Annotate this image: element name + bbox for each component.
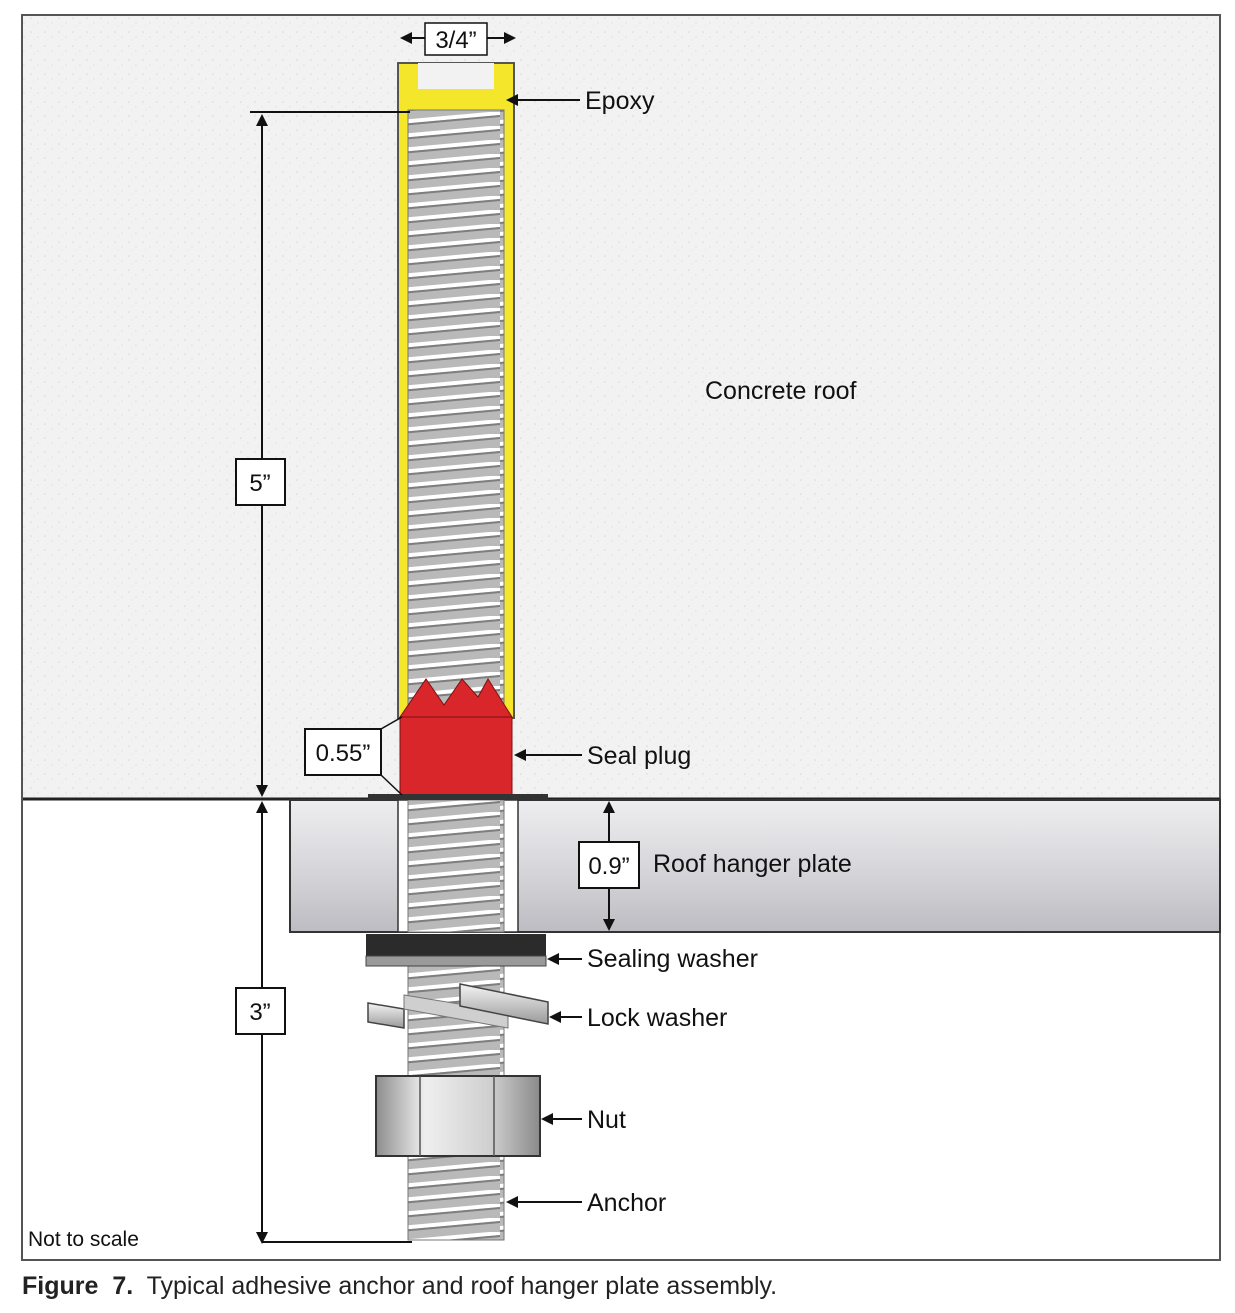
not-to-scale-note: Not to scale bbox=[28, 1228, 139, 1251]
embed-depth-box bbox=[235, 458, 286, 506]
sealing-washer-label: Sealing washer bbox=[587, 945, 758, 973]
plate-thickness-box bbox=[578, 841, 640, 889]
caption-text: Typical adhesive anchor and roof hanger … bbox=[146, 1272, 778, 1300]
anchor-label: Anchor bbox=[587, 1189, 666, 1217]
width-dimension-box bbox=[424, 22, 488, 56]
plug-base-washer bbox=[368, 794, 548, 800]
lock-washer bbox=[367, 983, 549, 1029]
figure-number: 7. bbox=[112, 1272, 134, 1300]
embed-depth-text: 5” bbox=[249, 470, 270, 497]
seal-plug-height-box bbox=[304, 728, 382, 776]
nut bbox=[375, 1075, 541, 1157]
plate-thickness-text: 0.9” bbox=[588, 853, 629, 880]
concrete-roof-label: Concrete roof bbox=[705, 377, 857, 405]
anchor-rod-upper bbox=[407, 109, 505, 716]
epoxy-label: Epoxy bbox=[585, 87, 655, 115]
figure-caption: Figure 7. Typical adhesive anchor and ro… bbox=[22, 1272, 777, 1301]
roof-hanger-plate-label: Roof hanger plate bbox=[653, 850, 852, 878]
figure-label: Figure bbox=[22, 1272, 99, 1300]
nut-label: Nut bbox=[587, 1106, 626, 1134]
seal-plug bbox=[399, 678, 513, 796]
anchor-assembly-diagram: 3/4” 5” 3” 0.55” 0.9” Epoxy Concrete roo… bbox=[21, 14, 1221, 1261]
sealing-washer bbox=[365, 934, 547, 967]
lock-washer-label: Lock washer bbox=[587, 1004, 727, 1032]
seal-plug-height-text: 0.55” bbox=[316, 740, 371, 767]
projection-box bbox=[235, 987, 286, 1035]
seal-plug-label: Seal plug bbox=[587, 742, 691, 770]
projection-text: 3” bbox=[249, 999, 270, 1026]
concrete-roof-region bbox=[23, 16, 1219, 798]
anchor-rod-through-plate bbox=[407, 799, 505, 933]
width-dimension-text: 3/4” bbox=[435, 27, 476, 54]
